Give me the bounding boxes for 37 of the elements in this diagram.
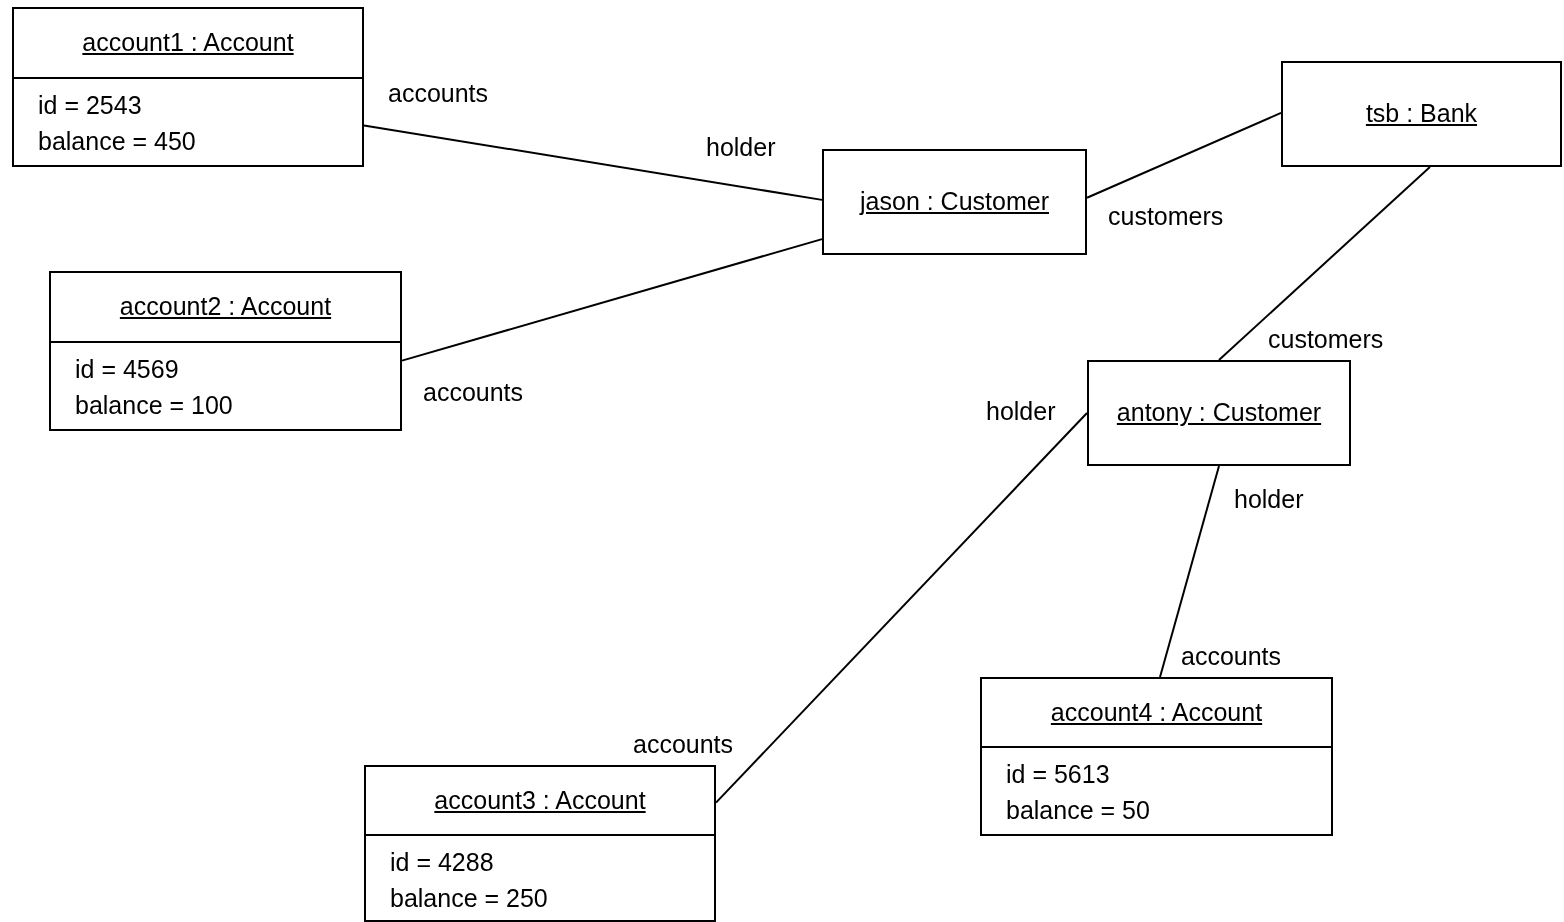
- object-name: jason : Customer: [860, 186, 1049, 218]
- object-box: [49, 271, 402, 431]
- role-name: accounts: [388, 78, 489, 109]
- role-name: holder: [986, 396, 1056, 427]
- association-line: [363, 124, 823, 201]
- attribute-text: balance = 50: [1006, 795, 1151, 826]
- object-box: [980, 677, 1333, 836]
- object-box: [822, 149, 1087, 255]
- role-name: holder: [1234, 484, 1304, 515]
- role-name: customers: [1268, 324, 1384, 355]
- object-name: tsb : Bank: [1365, 98, 1478, 130]
- object-name: account4 : Account: [1050, 696, 1263, 728]
- role-name: holder: [706, 132, 776, 163]
- object-name: account1 : Account: [82, 27, 294, 59]
- association-line: [715, 412, 1088, 804]
- attribute-text: balance = 250: [390, 883, 549, 914]
- object-box: [12, 7, 364, 167]
- association-line: [1086, 111, 1282, 199]
- attribute-text: id = 5613: [1006, 759, 1111, 790]
- association-line: [401, 238, 823, 362]
- role-name: accounts: [1181, 641, 1282, 672]
- object-name: account3 : Account: [434, 784, 646, 816]
- object-box: [1281, 61, 1562, 167]
- attribute-text: balance = 100: [75, 390, 234, 421]
- attribute-text: id = 2543: [38, 90, 143, 121]
- role-name: accounts: [423, 377, 524, 408]
- object-name: antony : Customer: [1116, 397, 1322, 429]
- attribute-text: balance = 450: [38, 126, 197, 157]
- object-box: [364, 765, 716, 922]
- role-name: customers: [1108, 201, 1224, 232]
- attribute-text: id = 4569: [75, 354, 180, 385]
- association-line: [1218, 166, 1431, 361]
- association-line: [1159, 465, 1220, 678]
- attribute-text: id = 4288: [390, 847, 495, 878]
- role-name: accounts: [633, 729, 734, 760]
- object-box: [1087, 360, 1351, 466]
- object-name: account2 : Account: [119, 291, 332, 323]
